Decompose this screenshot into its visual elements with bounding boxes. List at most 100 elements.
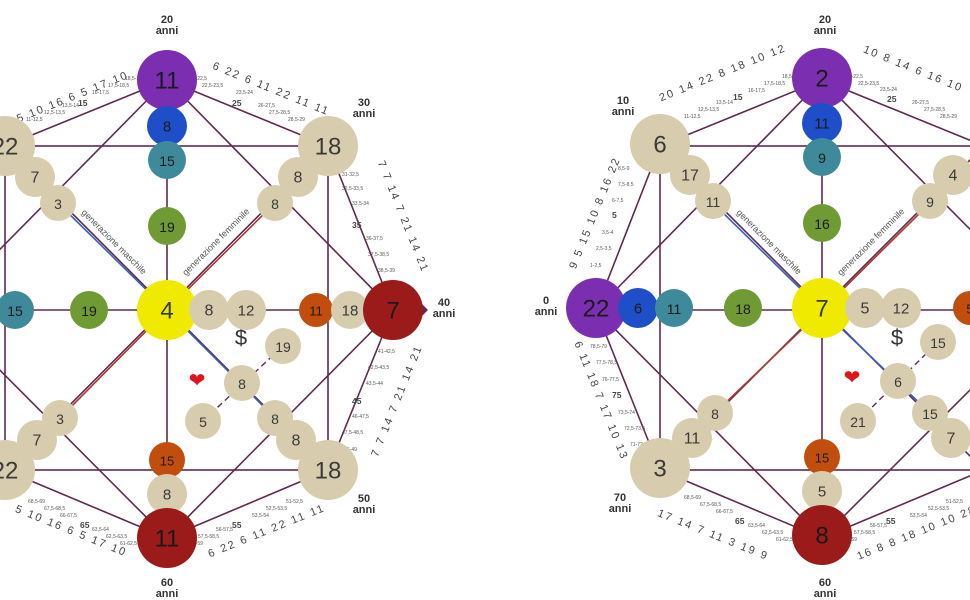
svg-text:19: 19 [275,339,291,355]
svg-text:18: 18 [315,458,342,485]
svg-text:2: 2 [815,66,828,93]
left-mid-15: 15 [78,98,88,108]
svg-text:63,5-64: 63,5-64 [92,527,109,533]
right-dash-line [857,341,939,422]
svg-text:70: 70 [614,492,626,504]
left-circle-tl2: 7 [15,157,55,197]
right-circles: 2119167512522611186171149311871515581562… [566,48,970,565]
svg-text:17: 17 [681,168,699,185]
svg-text:76-77,5: 76-77,5 [602,377,619,383]
svg-text:68,5-69: 68,5-69 [684,495,701,501]
right-matrix: 20 anni 10 anni 0 anni 70 anni 60 anni 2… [535,14,970,600]
right-mid-65: 65 [735,516,745,526]
svg-text:37,5-38,5: 37,5-38,5 [368,252,389,258]
left-gen-male: generazione maschile [80,207,149,276]
left-circle-bottom3: 15 [149,442,185,478]
svg-text:19: 19 [81,303,97,319]
svg-text:2,5-3,5: 2,5-3,5 [596,246,612,252]
left-circle-right_d: 18 [331,291,369,329]
svg-text:anni: anni [433,308,456,320]
left-age-20: 20 anni [156,14,179,37]
right-mid-5: 5 [612,210,617,220]
svg-text:12,5-13,5: 12,5-13,5 [698,107,719,113]
left-circle-tr2: 8 [278,157,318,197]
left-circle-bottom2: 8 [147,474,187,514]
right-seq-bottom-left: 17 14 7 11 3 19 9 [656,507,771,563]
left-circle-top4: 19 [148,207,186,245]
svg-text:6-7,5: 6-7,5 [612,198,624,204]
svg-text:22,5-23,5: 22,5-23,5 [858,81,879,87]
left-age-40: 40 anni [433,297,456,320]
svg-text:11-12,5: 11-12,5 [684,114,701,120]
left-circle-br: 18 [298,440,358,500]
heart-icon: ❤ [844,367,861,389]
svg-text:22: 22 [0,458,18,485]
left-circle-tr: 18 [298,116,358,176]
left-age-50: 50 anni [353,493,376,516]
svg-text:38,5-39: 38,5-39 [378,268,395,274]
svg-text:anni: anni [814,25,837,37]
right-age-70: 70 anni [609,492,632,515]
svg-text:18: 18 [735,301,751,317]
right-circle-top3: 9 [803,138,841,176]
right-age-20: 20 anni [814,14,837,37]
svg-text:12: 12 [893,301,910,318]
heart-icon: ❤ [189,370,206,392]
svg-text:1-2,5: 1-2,5 [590,263,602,269]
svg-text:32,5-33,5: 32,5-33,5 [342,186,363,192]
svg-text:16-17,5: 16-17,5 [92,90,109,96]
svg-text:21: 21 [850,414,866,430]
right-circle-tr3: 9 [912,183,948,219]
svg-text:68,5-69: 68,5-69 [28,499,45,505]
svg-text:anni: anni [609,503,632,515]
svg-text:11: 11 [155,68,180,95]
svg-text:60: 60 [819,577,831,589]
svg-text:73,5-74: 73,5-74 [618,410,635,416]
svg-text:15: 15 [159,153,175,169]
right-gen-female: generazione femminile [835,206,906,277]
svg-text:28,5-29: 28,5-29 [940,114,957,120]
svg-text:20-22,5: 20-22,5 [190,76,207,82]
svg-text:8: 8 [271,196,279,212]
right-tiny-labels: 18,5-19 17,5-18,5 16-17,5 13,5-14 12,5-1… [590,74,963,543]
svg-text:8: 8 [163,119,171,136]
svg-text:7: 7 [815,296,828,323]
svg-text:62,5-63,5: 62,5-63,5 [106,534,127,540]
left-age-60: 60 anni [156,577,179,600]
svg-text:47,5-48,5: 47,5-48,5 [342,430,363,436]
svg-text:5: 5 [861,301,870,318]
left-matrix: 20 anni 30 anni 40 anni 50 anni 60 anni … [0,14,455,600]
svg-text:30: 30 [358,97,370,109]
right-circle-tl2: 17 [670,155,710,195]
svg-text:anni: anni [156,588,179,600]
svg-text:27,5-28,5: 27,5-28,5 [924,107,945,113]
right-age-60: 60 anni [814,577,837,600]
svg-text:7: 7 [31,170,40,187]
svg-text:8: 8 [815,523,828,550]
svg-text:anni: anni [814,588,837,600]
right-gen-male: generazione maschile [735,207,804,276]
right-circle-inner_c: 21 [840,403,876,439]
right-circle-left_c: 18 [724,289,762,327]
svg-text:26-27,5: 26-27,5 [258,103,275,109]
svg-text:22,5-23,5: 22,5-23,5 [202,83,223,89]
right-seq-top-left: 20 14 22 8 18 10 12 [658,42,788,104]
right-mid-15: 15 [733,92,743,102]
right-circle-br3: 15 [912,395,948,431]
svg-text:23,5-24: 23,5-24 [880,87,897,93]
svg-text:22: 22 [583,296,610,323]
right-circle-bottom3: 15 [804,439,840,475]
svg-text:56-57,5: 56-57,5 [216,527,233,533]
left-circle-right_a: 8 [189,290,229,330]
svg-text:11: 11 [155,526,180,553]
right-seq-top-right: 10 8 14 6 16 10 [862,44,965,95]
right-circle-bl: 3 [630,438,690,498]
svg-text:61-62,5: 61-62,5 [120,541,137,547]
right-seq-left-lower: 6 11 18 7 17 10 13 [571,340,630,462]
svg-text:26-27,5: 26-27,5 [912,100,929,106]
svg-text:40: 40 [438,297,450,309]
right-circle-inner_a: 15 [920,324,956,360]
left-circle-top2: 8 [147,106,187,146]
left-age-30: 30 anni [353,97,376,120]
